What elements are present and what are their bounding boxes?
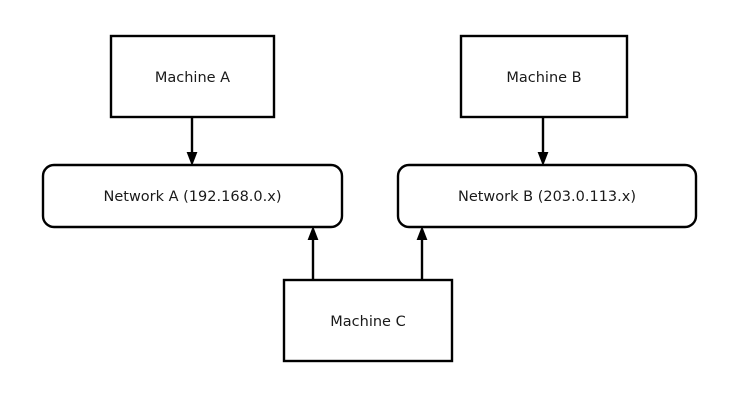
node-machine-a[interactable]: Machine A <box>109 34 276 119</box>
node-box-machine-c[interactable] <box>282 278 454 363</box>
edge-machine-c-to-network-a <box>307 226 319 281</box>
arrowhead-up-icon <box>416 226 428 240</box>
node-box-network-a[interactable] <box>41 163 344 229</box>
node-label-network-b: Network B (203.0.113.x) <box>458 189 636 205</box>
edge-machine-b-to-network-b <box>537 117 549 166</box>
node-box-machine-b[interactable] <box>459 34 629 119</box>
edge-machine-a-to-network-a <box>186 117 198 166</box>
edge-machine-c-to-network-b <box>416 226 428 281</box>
arrowhead-down-icon <box>537 152 549 166</box>
node-machine-b[interactable]: Machine B <box>459 34 629 119</box>
node-box-network-b[interactable] <box>396 163 698 229</box>
arrowhead-up-icon <box>307 226 319 240</box>
node-box-machine-a[interactable] <box>109 34 276 119</box>
node-machine-c[interactable]: Machine C <box>282 278 454 363</box>
node-label-machine-a: Machine A <box>155 70 230 86</box>
node-network-a[interactable]: Network A (192.168.0.x) <box>41 163 344 229</box>
node-label-network-a: Network A (192.168.0.x) <box>104 189 282 205</box>
node-network-b[interactable]: Network B (203.0.113.x) <box>396 163 698 229</box>
node-label-machine-b: Machine B <box>506 70 581 86</box>
node-label-machine-c: Machine C <box>330 314 405 330</box>
arrowhead-down-icon <box>186 152 198 166</box>
